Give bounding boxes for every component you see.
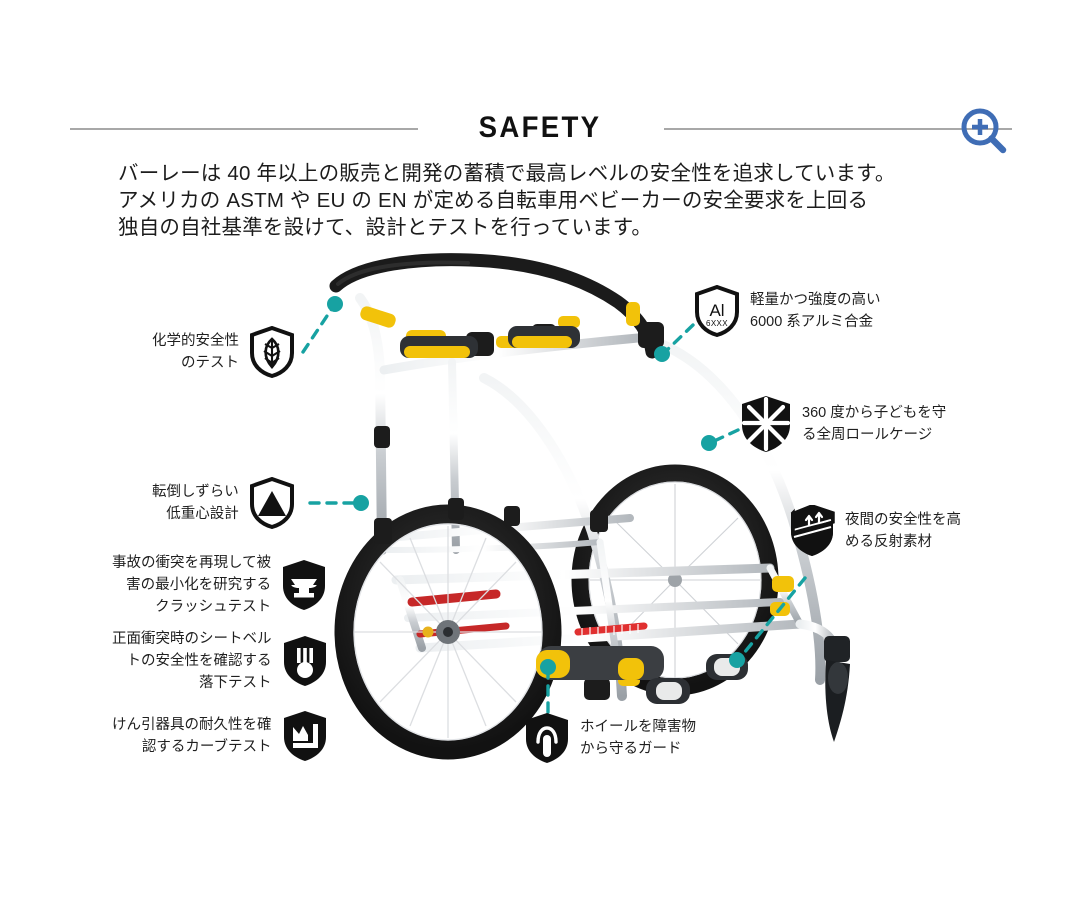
feature-label: 360 度から子どもを守 る全周ロールケージ — [802, 405, 947, 443]
feature-label: 転倒しずらい 低重心設計 — [152, 484, 239, 522]
feature-label: 夜間の安全性を高 める反射素材 — [845, 512, 961, 550]
intro-paragraph: バーレーは 40 年以上の販売と開発の蓄積で最高レベルの安全性を追求しています。… — [118, 162, 896, 239]
hitch-coupler — [824, 636, 850, 742]
curb-shield-icon — [282, 710, 328, 762]
medal-shield-icon — [282, 635, 328, 687]
header-rule-right — [664, 128, 1012, 130]
feature-chemical-safety-test[interactable]: 化学的安全性 のテスト — [152, 325, 295, 379]
page-title: SAFETY — [478, 111, 602, 144]
feature-label: ホイールを障害物 から守るガード — [580, 719, 696, 757]
reflector-shield-icon — [789, 504, 835, 557]
feature-label: 事故の衝突を再現して被 害の最小化を研究する クラッシュテスト — [112, 555, 272, 615]
triangle-shield-icon — [249, 476, 295, 530]
feature-low-center-of-gravity[interactable]: 転倒しずらい 低重心設計 — [152, 476, 295, 530]
anvil-shield-icon — [281, 559, 327, 611]
suspension-springs — [407, 589, 648, 638]
feature-label: 軽量かつ強度の高い 6000 系アルミ合金 — [750, 292, 881, 330]
leaf-shield-icon — [249, 325, 295, 379]
header-rule-left — [70, 128, 418, 130]
feature-drop-test[interactable]: 正面衝突時のシートベル トの安全性を確認する 落下テスト — [112, 628, 328, 694]
feature-label: けん引器具の耐久性を確 認するカーブテスト — [112, 717, 272, 755]
wheel-near — [334, 504, 562, 760]
feature-label: 正面衝突時のシートベル トの安全性を確認する 落下テスト — [112, 631, 272, 691]
feature-wheel-guard[interactable]: ホイールを障害物 から守るガード — [524, 712, 696, 764]
feature-curb-test[interactable]: けん引器具の耐久性を確 認するカーブテスト — [112, 710, 328, 762]
feature-label: 化学的安全性 のテスト — [152, 333, 239, 371]
rollcage-shield-icon — [740, 395, 792, 453]
seat-pads — [400, 326, 580, 358]
wheel-guard-block — [536, 646, 748, 704]
feature-roll-cage[interactable]: 360 度から子どもを守 る全周ロールケージ — [740, 395, 946, 453]
aluminium-shield-icon: Al 6XXX — [694, 284, 740, 338]
feature-reflective-material[interactable]: 夜間の安全性を高 める反射素材 — [789, 504, 961, 557]
section-header: SAFETY — [0, 108, 1080, 152]
badge-text-6xxx: 6XXX — [706, 319, 728, 328]
magnifier-plus-icon[interactable] — [958, 105, 1010, 157]
feature-aluminium-alloy[interactable]: Al 6XXX 軽量かつ強度の高い 6000 系アルミ合金 — [694, 284, 881, 338]
feature-crash-test[interactable]: 事故の衝突を再現して被 害の最小化を研究する クラッシュテスト — [112, 552, 327, 618]
wheelguard-shield-icon — [524, 712, 570, 764]
badge-text-al: Al — [709, 301, 724, 320]
